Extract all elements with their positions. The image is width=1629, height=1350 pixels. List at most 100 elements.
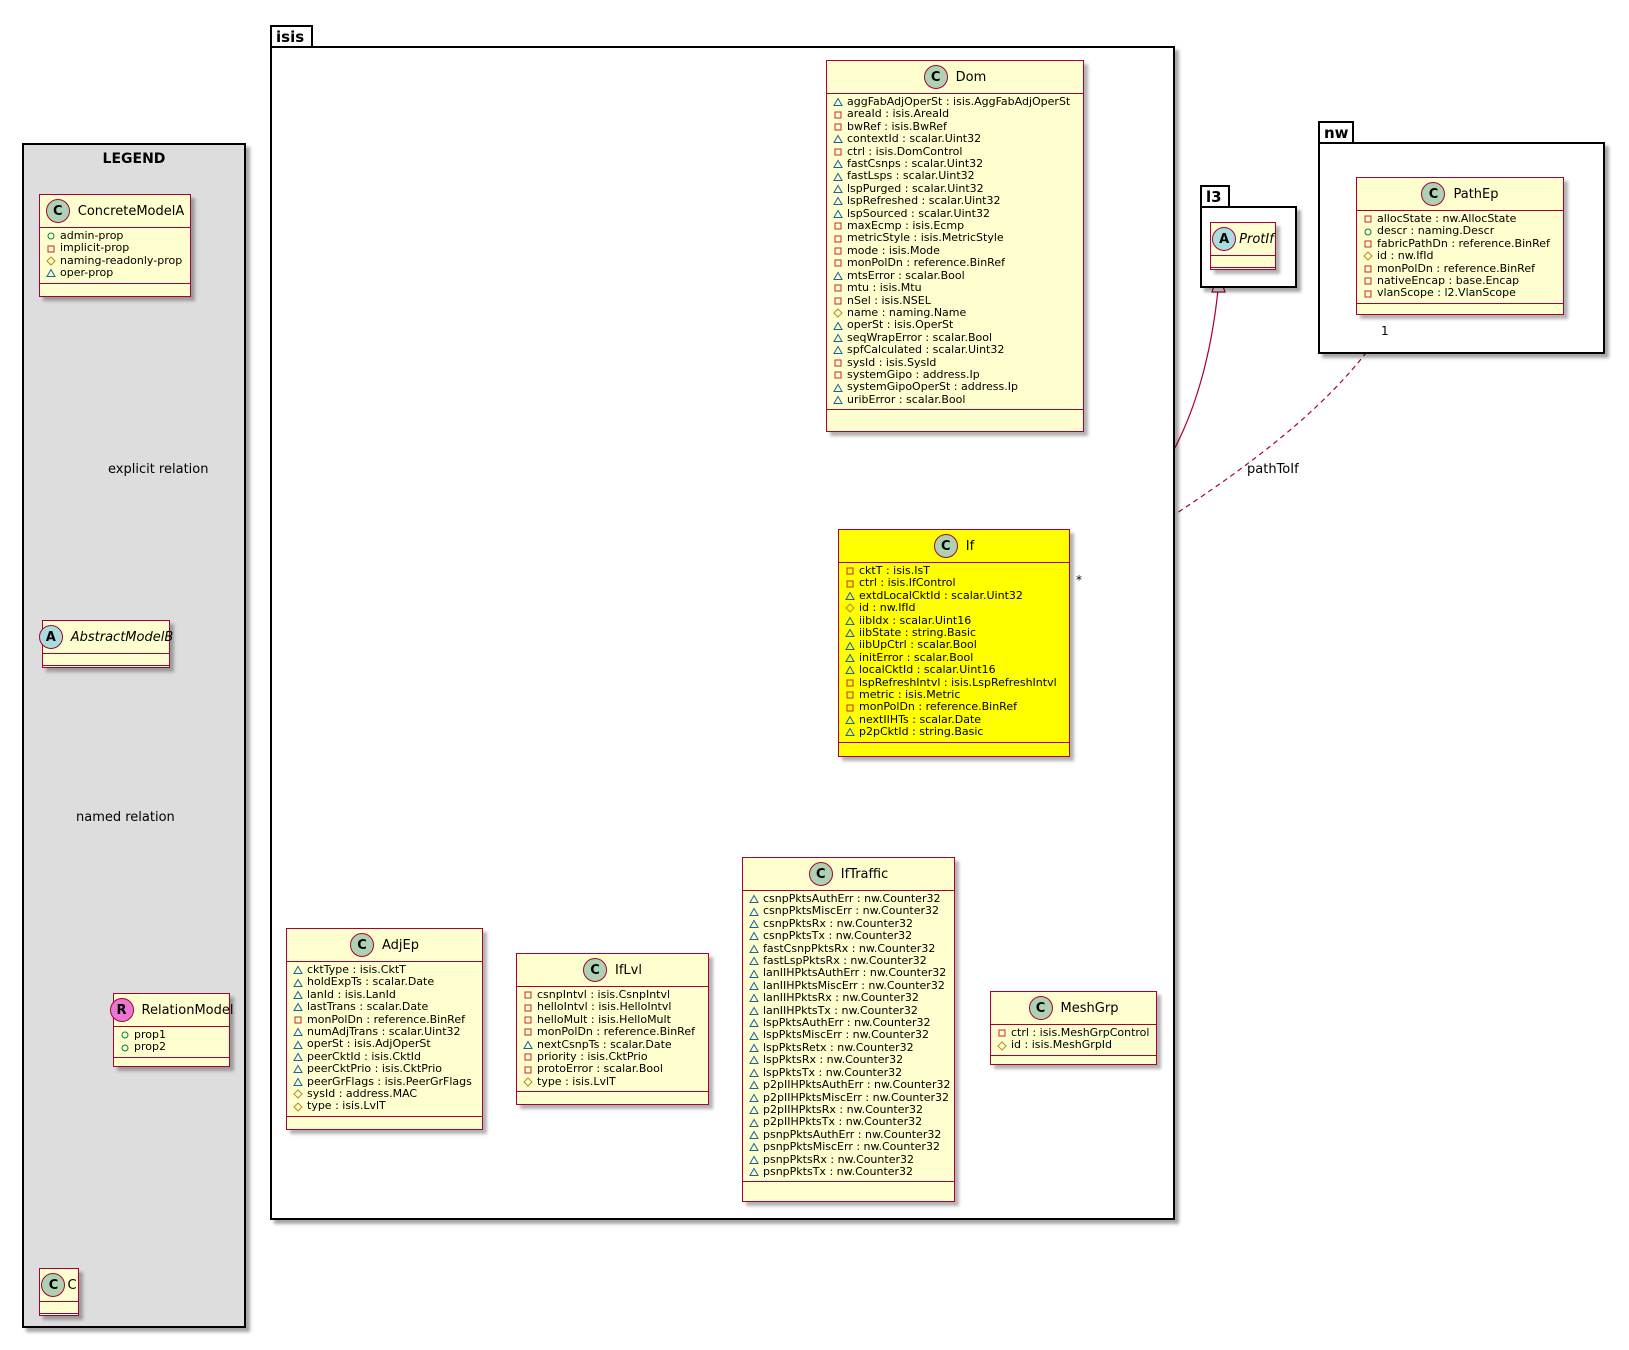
package-nw-tab: nw xyxy=(1318,121,1354,143)
package-visibility-icon xyxy=(833,208,843,220)
class-badge-icon: C xyxy=(1421,182,1446,206)
attribute-row: cktT : isis.IsT xyxy=(845,564,1063,577)
attribute-row: lanIIHPktsTx : nw.Counter32 xyxy=(749,1004,948,1017)
private-visibility-icon xyxy=(1363,213,1373,225)
attribute-row: priority : isis.CktPrio xyxy=(523,1050,702,1063)
attribute-row: id : nw.IfId xyxy=(1363,249,1557,262)
package-isis-tab: isis xyxy=(270,25,313,47)
protected-visibility-icon xyxy=(845,602,855,614)
package-visibility-icon xyxy=(833,382,843,394)
package-visibility-icon xyxy=(293,1063,303,1075)
attribute-text: p2pCktId : string.Basic xyxy=(859,725,984,739)
package-visibility-icon xyxy=(845,726,855,738)
attribute-row: monPolDn : reference.BinRef xyxy=(845,701,1063,713)
protected-visibility-icon xyxy=(293,1101,303,1113)
attribute-row: ctrl : isis.DomControl xyxy=(833,145,1077,158)
attribute-row: ctrl : isis.IfControl xyxy=(845,576,1063,589)
public-visibility-icon xyxy=(120,1029,130,1041)
attribute-row: p2pIIHPktsRx : nw.Counter32 xyxy=(749,1103,948,1116)
attribute-text: areaId : isis.AreaId xyxy=(847,107,950,121)
package-visibility-icon xyxy=(293,1051,303,1063)
attribute-text: type : isis.LvlT xyxy=(307,1099,386,1113)
attribute-row: psnpPktsTx : nw.Counter32 xyxy=(749,1164,948,1178)
attribute-row: oper-prop xyxy=(46,266,184,280)
attribute-row: areaId : isis.AreaId xyxy=(833,107,1077,121)
private-visibility-icon xyxy=(1363,238,1373,250)
package-visibility-icon xyxy=(749,955,759,967)
attribute-row: fabricPathDn : reference.BinRef xyxy=(1363,236,1557,250)
attribute-row: csnpPktsMiscErr : nw.Counter32 xyxy=(749,904,948,917)
attribute-row: nextCsnpTs : scalar.Date xyxy=(523,1038,702,1051)
attribute-row: lspRefreshed : scalar.Uint32 xyxy=(833,194,1077,207)
attribute-row: fastCsnpPktsRx : nw.Counter32 xyxy=(749,942,948,955)
attribute-row: mtsError : scalar.Bool xyxy=(833,269,1077,282)
private-visibility-icon xyxy=(997,1027,1007,1039)
attribute-text: lspPktsAuthErr : nw.Counter32 xyxy=(763,1016,931,1030)
attribute-text: peerCktPrio : isis.CktPrio xyxy=(307,1062,443,1076)
attribute-row: helloIntvl : isis.HelloIntvl xyxy=(523,1000,702,1013)
attribute-text: mtu : isis.Mtu xyxy=(847,281,922,295)
attribute-text: psnpPktsRx : nw.Counter32 xyxy=(763,1152,914,1166)
attribute-text: oper-prop xyxy=(60,266,114,280)
attribute-text: lspSourced : scalar.Uint32 xyxy=(847,206,990,220)
private-visibility-icon xyxy=(833,257,843,269)
attribute-text: cktT : isis.IsT xyxy=(859,564,930,577)
attribute-text: descr : naming.Descr xyxy=(1377,224,1495,238)
attribute-text: peerCktId : isis.CktId xyxy=(307,1049,421,1063)
relation-badge-icon: R xyxy=(109,998,134,1022)
attribute-text: monPolDn : reference.BinRef xyxy=(537,1025,695,1039)
attribute-row: monPolDn : reference.BinRef xyxy=(1363,261,1557,275)
attribute-text: metricStyle : isis.MetricStyle xyxy=(847,231,1004,245)
attribute-text: psnpPktsAuthErr : nw.Counter32 xyxy=(763,1127,942,1141)
attribute-row: lspPktsAuthErr : nw.Counter32 xyxy=(749,1016,948,1030)
attribute-row: aggFabAdjOperSt : isis.AggFabAdjOperSt xyxy=(833,95,1077,108)
attribute-row: extdLocalCktId : scalar.Uint32 xyxy=(845,589,1063,602)
attribute-text: uribError : scalar.Bool xyxy=(847,392,966,406)
attribute-text: fabricPathDn : reference.BinRef xyxy=(1377,236,1550,250)
attribute-text: cktType : isis.CktT xyxy=(307,963,406,976)
attribute-row: prop1 xyxy=(120,1028,223,1041)
attribute-row: iibState : string.Basic xyxy=(845,626,1063,639)
private-visibility-icon xyxy=(833,220,843,232)
attribute-text: protoError : scalar.Bool xyxy=(537,1062,663,1076)
attribute-row: lspPktsTx : nw.Counter32 xyxy=(749,1066,948,1079)
class-name: ConcreteModelA xyxy=(77,203,185,219)
package-visibility-icon xyxy=(749,992,759,1004)
package-visibility-icon xyxy=(833,158,843,170)
attribute-row: mtu : isis.Mtu xyxy=(833,281,1077,295)
attribute-text: psnpPktsTx : nw.Counter32 xyxy=(763,1164,914,1178)
private-visibility-icon xyxy=(833,233,843,245)
class-name: PathEp xyxy=(1453,186,1499,202)
attribute-row: monPolDn : reference.BinRef xyxy=(293,1013,476,1026)
private-visibility-icon xyxy=(845,677,855,689)
package-visibility-icon xyxy=(523,1039,533,1051)
attribute-row: type : isis.LvlT xyxy=(523,1075,702,1088)
attribute-row: lanId : isis.LanId xyxy=(293,988,476,1001)
package-visibility-icon xyxy=(833,171,843,183)
attribute-row: protoError : scalar.Bool xyxy=(523,1063,702,1075)
protected-visibility-icon xyxy=(997,1040,1007,1052)
attribute-text: monPolDn : reference.BinRef xyxy=(1377,261,1535,275)
attribute-row: lanIIHPktsAuthErr : nw.Counter32 xyxy=(749,967,948,979)
class-badge-icon: C xyxy=(41,1273,66,1297)
package-visibility-icon xyxy=(749,1054,759,1066)
attribute-row: peerGrFlags : isis.PeerGrFlags xyxy=(293,1075,476,1088)
attribute-row: holdExpTs : scalar.Date xyxy=(293,975,476,988)
attribute-row: metricStyle : isis.MetricStyle xyxy=(833,232,1077,244)
private-visibility-icon xyxy=(1363,263,1373,275)
class-badge-icon: C xyxy=(808,862,833,886)
